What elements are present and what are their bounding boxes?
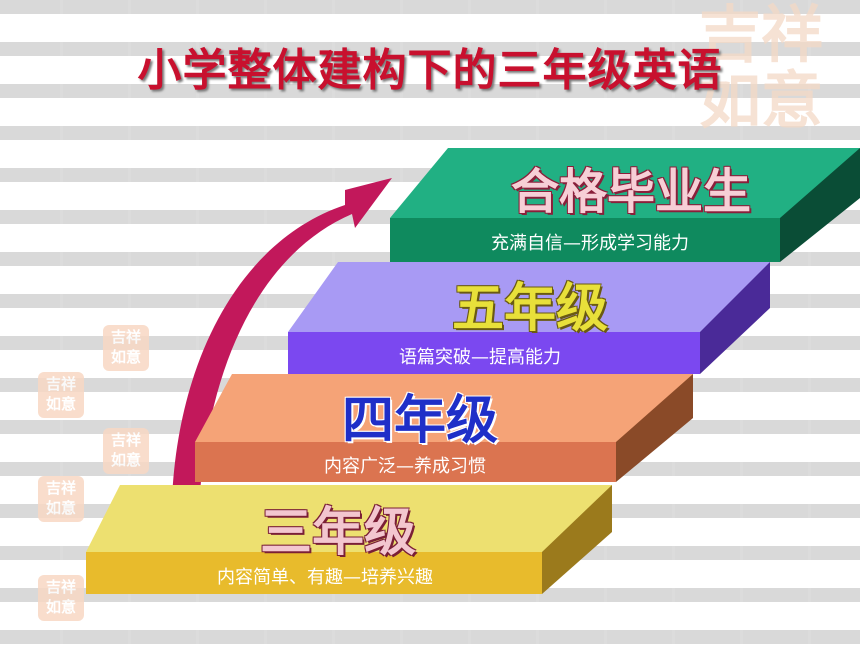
step-2-subtitle: 内容广泛—养成习惯 — [324, 456, 486, 477]
seal-stamp: 吉祥如意 — [38, 476, 84, 522]
step-4-subtitle: 充满自信—形成学习能力 — [491, 233, 689, 254]
seal-stamp: 吉祥如意 — [103, 325, 149, 371]
step-3-subtitle: 语篇突破—提高能力 — [399, 347, 561, 368]
step-1-top — [86, 485, 612, 552]
step-4-top — [390, 148, 860, 218]
step-1-title: 三年级 — [259, 502, 416, 563]
step-3-title: 五年级 — [451, 278, 608, 339]
step-3-side — [700, 262, 770, 374]
step-1 — [86, 485, 612, 594]
step-1-side — [542, 485, 612, 594]
step-2-side — [616, 374, 693, 482]
step-3-top — [288, 262, 770, 332]
growth-arrow — [172, 178, 392, 500]
seal-stamp: 吉祥如意 — [38, 575, 84, 621]
step-4-front — [390, 218, 780, 262]
step-3-front — [288, 332, 700, 374]
step-2 — [195, 374, 693, 482]
step-4 — [390, 148, 860, 262]
step-4-title: 合格毕业生 — [510, 164, 751, 220]
step-2-front — [195, 442, 616, 482]
step-2-top — [195, 374, 693, 442]
step-1-front — [86, 552, 542, 594]
step-2-title: 四年级 — [341, 390, 498, 451]
seal-stamp: 吉祥如意 — [103, 428, 149, 474]
step-1-subtitle: 内容简单、有趣—培养兴趣 — [217, 567, 433, 588]
page-title: 小学整体建构下的三年级英语 — [137, 45, 723, 96]
step-4-side — [780, 148, 860, 262]
seal-stamp: 吉祥如意 — [38, 372, 84, 418]
step-3 — [288, 262, 770, 374]
